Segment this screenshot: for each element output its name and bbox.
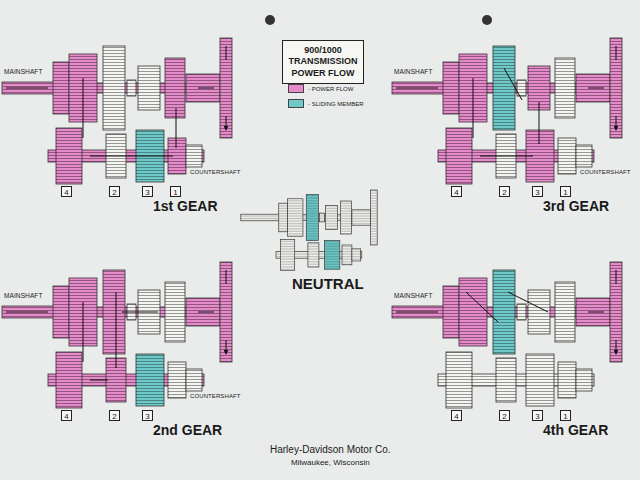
gear-train [2, 38, 232, 184]
flow-arrow [6, 46, 226, 156]
gear [288, 199, 303, 236]
sliding-gear [136, 354, 164, 406]
sliding-gear [493, 270, 515, 354]
callout-number: 1 [170, 186, 181, 197]
gear [280, 240, 294, 271]
callout-number: 1 [560, 410, 571, 421]
callout-number: 2 [499, 186, 510, 197]
gear [555, 58, 575, 118]
gear [459, 278, 487, 346]
callout-number: 4 [61, 186, 72, 197]
shaft-label: MAINSHAFT [394, 292, 432, 299]
legend-swatch [288, 84, 304, 93]
gear-title: NEUTRAL [292, 276, 364, 293]
mainshaft [241, 214, 282, 221]
gear [446, 352, 472, 408]
gear [558, 362, 576, 398]
callout-number: 2 [499, 410, 510, 421]
callout-number: 3 [532, 410, 543, 421]
bearing [352, 249, 361, 261]
gear [558, 138, 576, 174]
gear [165, 58, 185, 118]
gear [496, 358, 516, 402]
callout-number: 3 [142, 410, 153, 421]
clutch-hub [443, 62, 459, 114]
gear [138, 66, 160, 110]
legend-text: - POWER FLOW [308, 86, 353, 92]
flow-arrow [396, 270, 616, 354]
gear [168, 362, 186, 398]
sliding-gear [324, 241, 339, 270]
bearing [576, 369, 592, 391]
gear-train [241, 190, 377, 270]
callout-number: 3 [532, 186, 543, 197]
clutch-hub [53, 62, 69, 114]
gear [446, 128, 472, 184]
gear [326, 205, 338, 229]
gear-title: 4th GEAR [543, 423, 608, 438]
callout-number: 3 [142, 186, 153, 197]
legend-text: - SLIDING MEMBER [308, 101, 364, 107]
callout-number: 4 [451, 410, 462, 421]
gear-train [392, 38, 622, 184]
gear-title: 3rd GEAR [543, 199, 609, 214]
legend-row: - SLIDING MEMBER [288, 99, 364, 108]
gear-title: 1st GEAR [153, 199, 218, 214]
gear [308, 243, 319, 267]
callout-number: 2 [109, 186, 120, 197]
gear [103, 46, 125, 130]
gear [56, 352, 82, 408]
gear-train [392, 262, 622, 408]
legend-swatch [288, 99, 304, 108]
gear [340, 201, 351, 234]
sliding-gear [493, 46, 515, 130]
legend: - POWER FLOW - SLIDING MEMBER [288, 84, 364, 114]
gear [526, 354, 554, 406]
sliding-gear [306, 194, 318, 240]
gear [528, 290, 550, 334]
clutch-hub [279, 203, 288, 232]
flow-arrow [6, 270, 226, 380]
maker-place: Milwaukee, Wisconsin [291, 459, 370, 468]
spacer [319, 213, 324, 222]
bearing [186, 145, 202, 167]
gear [342, 245, 352, 265]
bearing [186, 369, 202, 391]
callout-number: 1 [560, 186, 571, 197]
gear [165, 282, 185, 342]
punch-hole [265, 15, 275, 25]
legend-row: - POWER FLOW [288, 84, 364, 93]
flow-arrow [396, 46, 616, 156]
gear [103, 270, 125, 354]
output-hub [352, 210, 371, 225]
maker-name: Harley-Davidson Motor Co. [270, 444, 391, 455]
clutch-hub [53, 286, 69, 338]
shaft-label: COUNTERSHAFT [190, 169, 241, 176]
gear [56, 128, 82, 184]
callout-number: 2 [109, 410, 120, 421]
bearing [576, 145, 592, 167]
spacer [127, 80, 136, 96]
callout-number: 4 [61, 410, 72, 421]
punch-hole [482, 15, 492, 25]
gear [555, 282, 575, 342]
callout-number: 4 [451, 186, 462, 197]
shaft-label: MAINSHAFT [394, 68, 432, 75]
clutch-hub [443, 286, 459, 338]
spacer [517, 304, 526, 320]
shaft-label: MAINSHAFT [4, 68, 42, 75]
gear-train [2, 262, 232, 408]
shaft-label: COUNTERSHAFT [580, 169, 631, 176]
sprocket [371, 190, 378, 245]
shaft-label: COUNTERSHAFT [190, 393, 241, 400]
shaft-label: MAINSHAFT [4, 292, 42, 299]
title-box: 900/1000 TRANSMISSION POWER FLOW [282, 40, 364, 84]
gear-title: 2nd GEAR [153, 423, 222, 438]
